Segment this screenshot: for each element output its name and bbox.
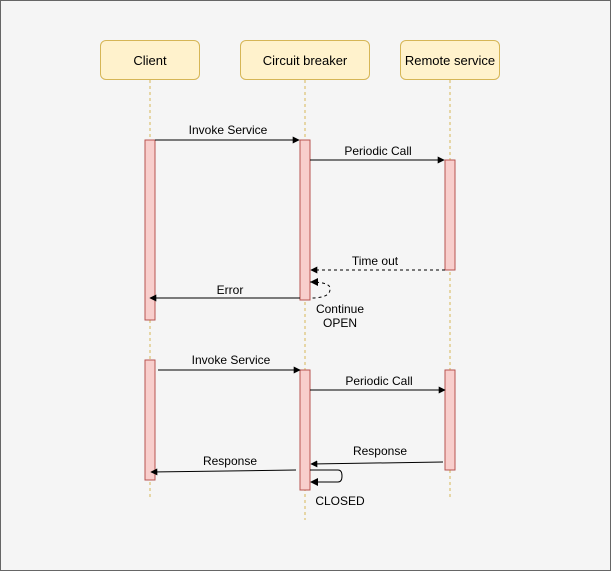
participant-circuit-breaker-label: Circuit breaker <box>262 52 348 68</box>
label-response-remote: Response <box>353 444 407 458</box>
self-message-closed <box>310 469 343 483</box>
self-message-open-arrowhead <box>310 278 318 286</box>
label-time-out: Time out <box>352 254 399 268</box>
message-response-client <box>150 468 297 476</box>
state-continue-label: Continue <box>316 302 364 316</box>
state-closed-label: CLOSED <box>315 494 365 508</box>
label-response-client: Response <box>203 454 257 468</box>
activation-breaker-1 <box>299 139 311 301</box>
activation-client-2 <box>144 359 156 481</box>
label-periodic-call-2: Periodic Call <box>345 374 412 388</box>
label-invoke-service-1: Invoke Service <box>189 123 268 137</box>
activation-breaker-2 <box>299 369 311 491</box>
participant-remote-service-label: Remote service <box>404 52 496 68</box>
participant-circuit-breaker: Circuit breaker <box>240 40 370 80</box>
activation-remote-2 <box>444 369 456 471</box>
label-invoke-service-2: Invoke Service <box>192 353 271 367</box>
label-periodic-call-1: Periodic Call <box>344 144 411 158</box>
state-open-label: OPEN <box>323 316 357 330</box>
participant-client: Client <box>100 40 200 80</box>
label-error: Error <box>217 283 244 297</box>
self-message-open <box>309 281 331 299</box>
activation-client-1 <box>144 139 156 321</box>
activation-remote-1 <box>444 159 456 271</box>
participant-remote-service: Remote service <box>400 40 500 80</box>
participant-client-label: Client <box>133 52 167 68</box>
self-message-closed-arrowhead <box>310 478 318 486</box>
message-response-remote <box>310 460 444 468</box>
